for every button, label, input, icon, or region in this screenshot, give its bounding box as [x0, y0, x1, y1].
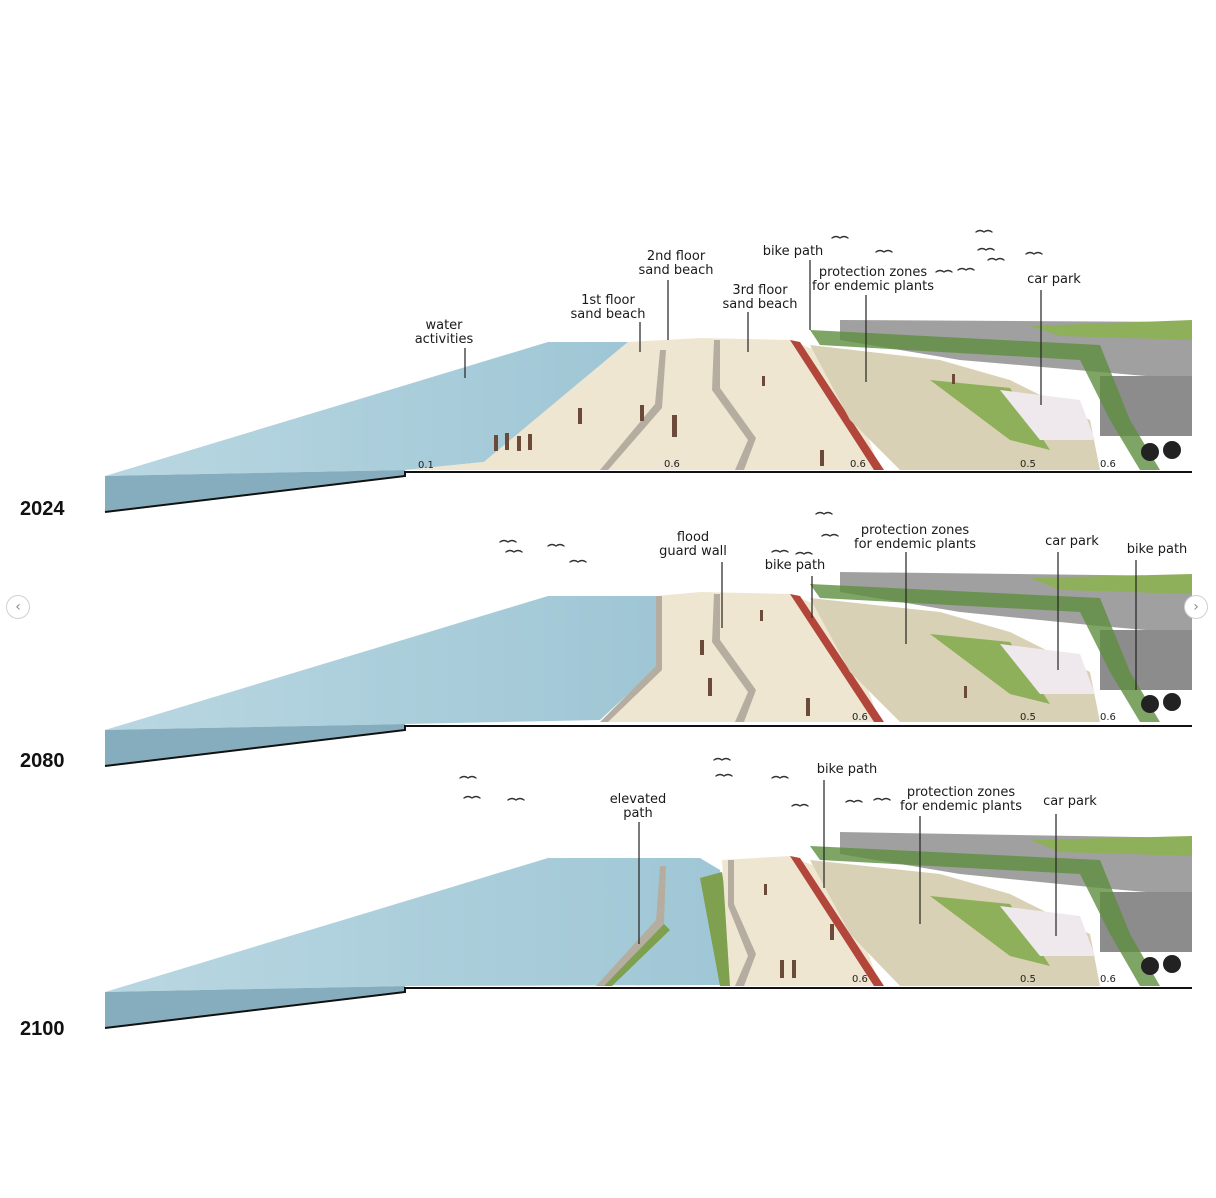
label-car-park: car park	[1043, 794, 1097, 809]
leaders-2080	[721, 552, 1137, 690]
label-protection-zones: protection zones for endemic plants	[812, 265, 934, 294]
year-label-2080: 2080	[20, 750, 65, 772]
label-protection-zones: protection zones for endemic plants	[900, 785, 1022, 814]
section-2100	[104, 780, 1192, 1029]
trees-right	[1141, 693, 1181, 713]
flood-guard-wall	[600, 596, 662, 722]
level-mark: 0.5	[1020, 459, 1036, 470]
label-elevated-path: elevated path	[609, 792, 667, 821]
city-greenery	[1030, 836, 1192, 856]
label-car-park: car park	[1045, 534, 1099, 549]
label-protection-zones: protection zones for endemic plants	[854, 523, 976, 552]
label-water-activities: water activities	[414, 318, 474, 347]
label-flood-guard-wall: flood guard wall	[659, 530, 727, 559]
label-bike-path: bike path	[762, 244, 824, 259]
label-2nd-floor-sand-beach: 2nd floor sand beach	[638, 249, 714, 278]
leaders-2024	[464, 260, 1042, 405]
green-lawn	[930, 380, 1050, 450]
label-bike-path: bike path	[1126, 542, 1188, 557]
level-mark: 0.6	[1100, 459, 1116, 470]
car-park-area	[1000, 644, 1095, 694]
ground-line	[104, 471, 1192, 513]
city-greenery	[1030, 574, 1192, 594]
bike-path-strip	[790, 340, 884, 470]
section-2080	[104, 552, 1192, 767]
level-mark: 0.6	[664, 459, 680, 470]
carousel-next-button[interactable]: ›	[1184, 595, 1208, 619]
car-park-area	[1000, 390, 1095, 440]
section-2024	[104, 260, 1192, 513]
vegetation-strip	[604, 924, 670, 986]
label-car-park: car park	[1027, 272, 1081, 287]
ground-line	[104, 987, 1192, 1029]
leaders-2100	[638, 780, 1057, 944]
sea-side	[105, 724, 405, 766]
tree-row	[810, 846, 1160, 986]
level-marks: 0.1 0.6 0.6 0.5 0.6 0.6 0.5 0.6 0.6 0.5 …	[418, 459, 1116, 985]
label-3rd-floor-sand-beach: 3rd floor sand beach	[722, 283, 798, 312]
sea-side	[105, 470, 405, 512]
level-mark: 0.6	[852, 712, 868, 723]
sea-water	[105, 858, 740, 992]
level-mark: 0.6	[852, 974, 868, 985]
tree-row	[810, 584, 1160, 722]
trees-right	[1141, 441, 1181, 461]
terrace-wall-2	[712, 340, 756, 470]
bike-path-strip	[790, 856, 884, 986]
sea-side	[105, 986, 405, 1028]
terrace-wall-2	[728, 860, 756, 986]
label-1st-floor-sand-beach: 1st floor sand beach	[570, 293, 646, 322]
level-mark: 0.6	[1100, 712, 1116, 723]
level-mark: 0.5	[1020, 712, 1036, 723]
level-mark: 0.5	[1020, 974, 1036, 985]
green-lawn	[930, 896, 1050, 966]
beach-people	[764, 884, 834, 978]
trees-right	[1141, 955, 1181, 975]
sand-beach	[405, 338, 880, 470]
bird-flocks	[459, 229, 1043, 807]
chevron-right-icon: ›	[1193, 599, 1199, 615]
terrace-wall-1	[600, 350, 666, 470]
beach-people	[494, 374, 955, 466]
tree-row	[810, 330, 1160, 470]
label-bike-path: bike path	[816, 762, 878, 777]
green-lawn	[930, 634, 1050, 704]
level-mark: 0.6	[850, 459, 866, 470]
beach-people	[700, 610, 967, 716]
terrace-wall-2	[712, 594, 756, 722]
chevron-left-icon: ‹	[15, 599, 21, 615]
sand-beach	[600, 592, 880, 722]
elevated-path	[596, 866, 666, 986]
year-label-2100: 2100	[20, 1018, 65, 1040]
label-bike-path: bike path	[764, 558, 826, 573]
sea-water	[105, 596, 656, 730]
carousel-prev-button[interactable]: ‹	[6, 595, 30, 619]
bike-path-strip	[790, 594, 884, 722]
car-park-area	[1000, 906, 1095, 956]
year-label-2024: 2024	[20, 498, 65, 520]
level-mark: 0.1	[418, 460, 434, 471]
city-greenery	[1030, 320, 1192, 340]
ground-line	[104, 725, 1192, 767]
level-mark: 0.6	[1100, 974, 1116, 985]
